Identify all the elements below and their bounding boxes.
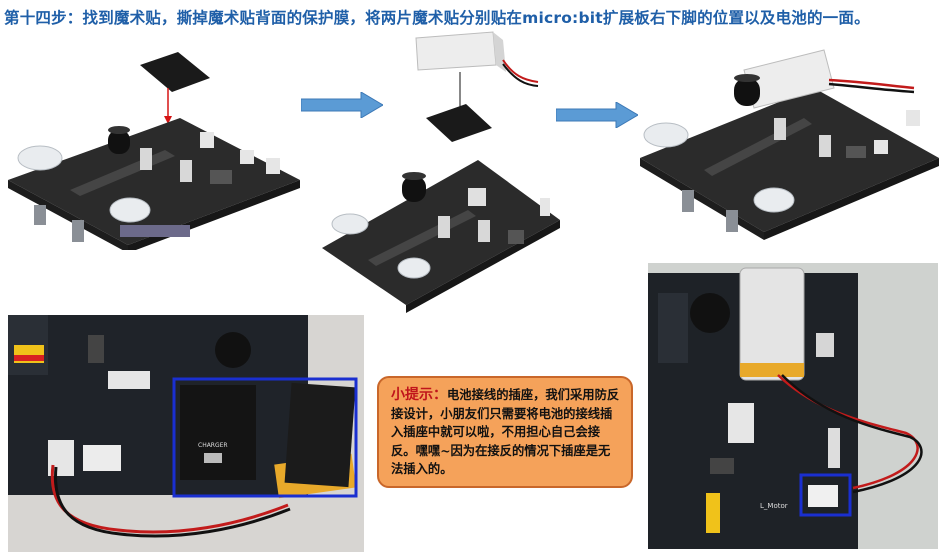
step-image-board-with-velcro	[0, 40, 310, 250]
photo-battery-connector-closeup: L_Motor	[648, 263, 938, 549]
velcro-piece	[426, 104, 492, 142]
lmotor-label: L_Motor	[760, 502, 788, 510]
charger-label: CHARGER	[198, 442, 228, 449]
battery-connector	[808, 485, 838, 507]
velcro-on-battery	[285, 383, 356, 487]
tip-title: 小提示：	[391, 387, 447, 403]
step-image-battery-velcro-board	[318, 20, 568, 320]
velcro-on-board	[180, 385, 256, 480]
photo-board-velcro-closeup: CHARGER	[8, 315, 364, 552]
tip-box: 小提示：电池接线的插座，我们采用防反接设计，小朋友们只需要将电池的接线插入插座中…	[377, 376, 633, 488]
velcro-piece	[140, 52, 210, 92]
battery	[416, 32, 496, 70]
step-image-assembled-board	[634, 40, 944, 250]
right-arrow-icon	[556, 102, 638, 128]
